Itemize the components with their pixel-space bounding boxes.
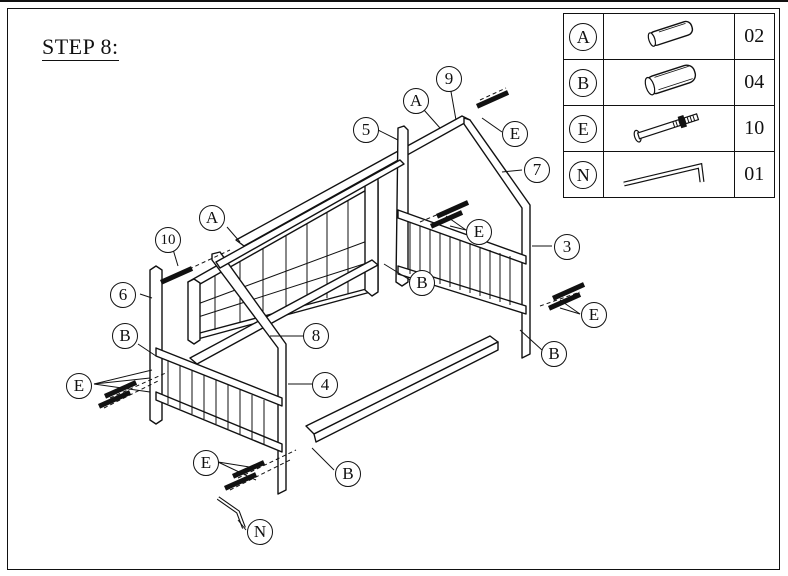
part-qty: 10 xyxy=(733,105,776,152)
left-end-frame xyxy=(149,251,287,495)
part-letter: N xyxy=(569,160,598,189)
callout-e: E xyxy=(502,121,528,147)
callout-b: B xyxy=(112,323,138,349)
bolt-icon xyxy=(98,390,132,409)
callout-e: E xyxy=(466,219,492,245)
step-title: STEP 8: xyxy=(42,34,119,61)
callout-10: 10 xyxy=(155,227,181,253)
dowel-icon xyxy=(647,20,693,47)
rear-bottom-rail xyxy=(189,259,379,365)
bolt-icons xyxy=(98,90,586,491)
callout-a: A xyxy=(403,88,429,114)
roof-rail-8 xyxy=(215,159,405,269)
page-frame xyxy=(7,8,780,570)
bolt-icon xyxy=(430,210,464,229)
part-qty: 01 xyxy=(733,151,776,198)
bolt-icon xyxy=(435,200,470,219)
part-qty: 02 xyxy=(733,13,776,60)
bolt-icon xyxy=(548,292,582,311)
bolt-icon xyxy=(104,380,138,399)
callout-e: E xyxy=(193,450,219,476)
bolt-icon xyxy=(552,282,586,301)
hardware-row-a: A 02 xyxy=(563,13,776,60)
callout-4: 4 xyxy=(312,372,338,398)
hardware-row-n: N 01 xyxy=(563,151,776,198)
callout-e: E xyxy=(581,302,607,328)
part-letter: E xyxy=(569,114,598,143)
part-letter: B xyxy=(569,68,598,97)
barrel-nut-icon xyxy=(644,64,696,96)
bolt-icon xyxy=(476,90,510,109)
callout-8: 8 xyxy=(303,323,329,349)
callout-b: B xyxy=(541,341,567,367)
allen-key-icon xyxy=(216,496,246,529)
callout-3: 3 xyxy=(554,234,580,260)
callout-a: A xyxy=(199,205,225,231)
top-border xyxy=(0,0,788,2)
right-end-frame xyxy=(395,117,531,359)
callout-n: N xyxy=(247,519,273,545)
callout-b: B xyxy=(409,270,435,296)
front-side-rail-face xyxy=(313,341,499,443)
hardware-row-e: E 10 xyxy=(563,105,776,152)
callout-7: 7 xyxy=(524,157,550,183)
bolt-icon xyxy=(633,113,699,143)
part-letter: A xyxy=(569,22,598,51)
allen-key-icon xyxy=(623,162,705,187)
bolt-icon xyxy=(232,460,266,479)
callout-9: 9 xyxy=(436,66,462,92)
callout-6: 6 xyxy=(110,282,136,308)
part-qty: 04 xyxy=(733,59,776,106)
leader-lines xyxy=(93,85,581,531)
bolt-icon xyxy=(160,266,194,285)
callout-5: 5 xyxy=(353,117,379,143)
callout-e: E xyxy=(66,373,92,399)
hardware-row-b: B 04 xyxy=(563,59,776,106)
hardware-table: A 02 B xyxy=(563,13,776,198)
callout-b: B xyxy=(335,461,361,487)
